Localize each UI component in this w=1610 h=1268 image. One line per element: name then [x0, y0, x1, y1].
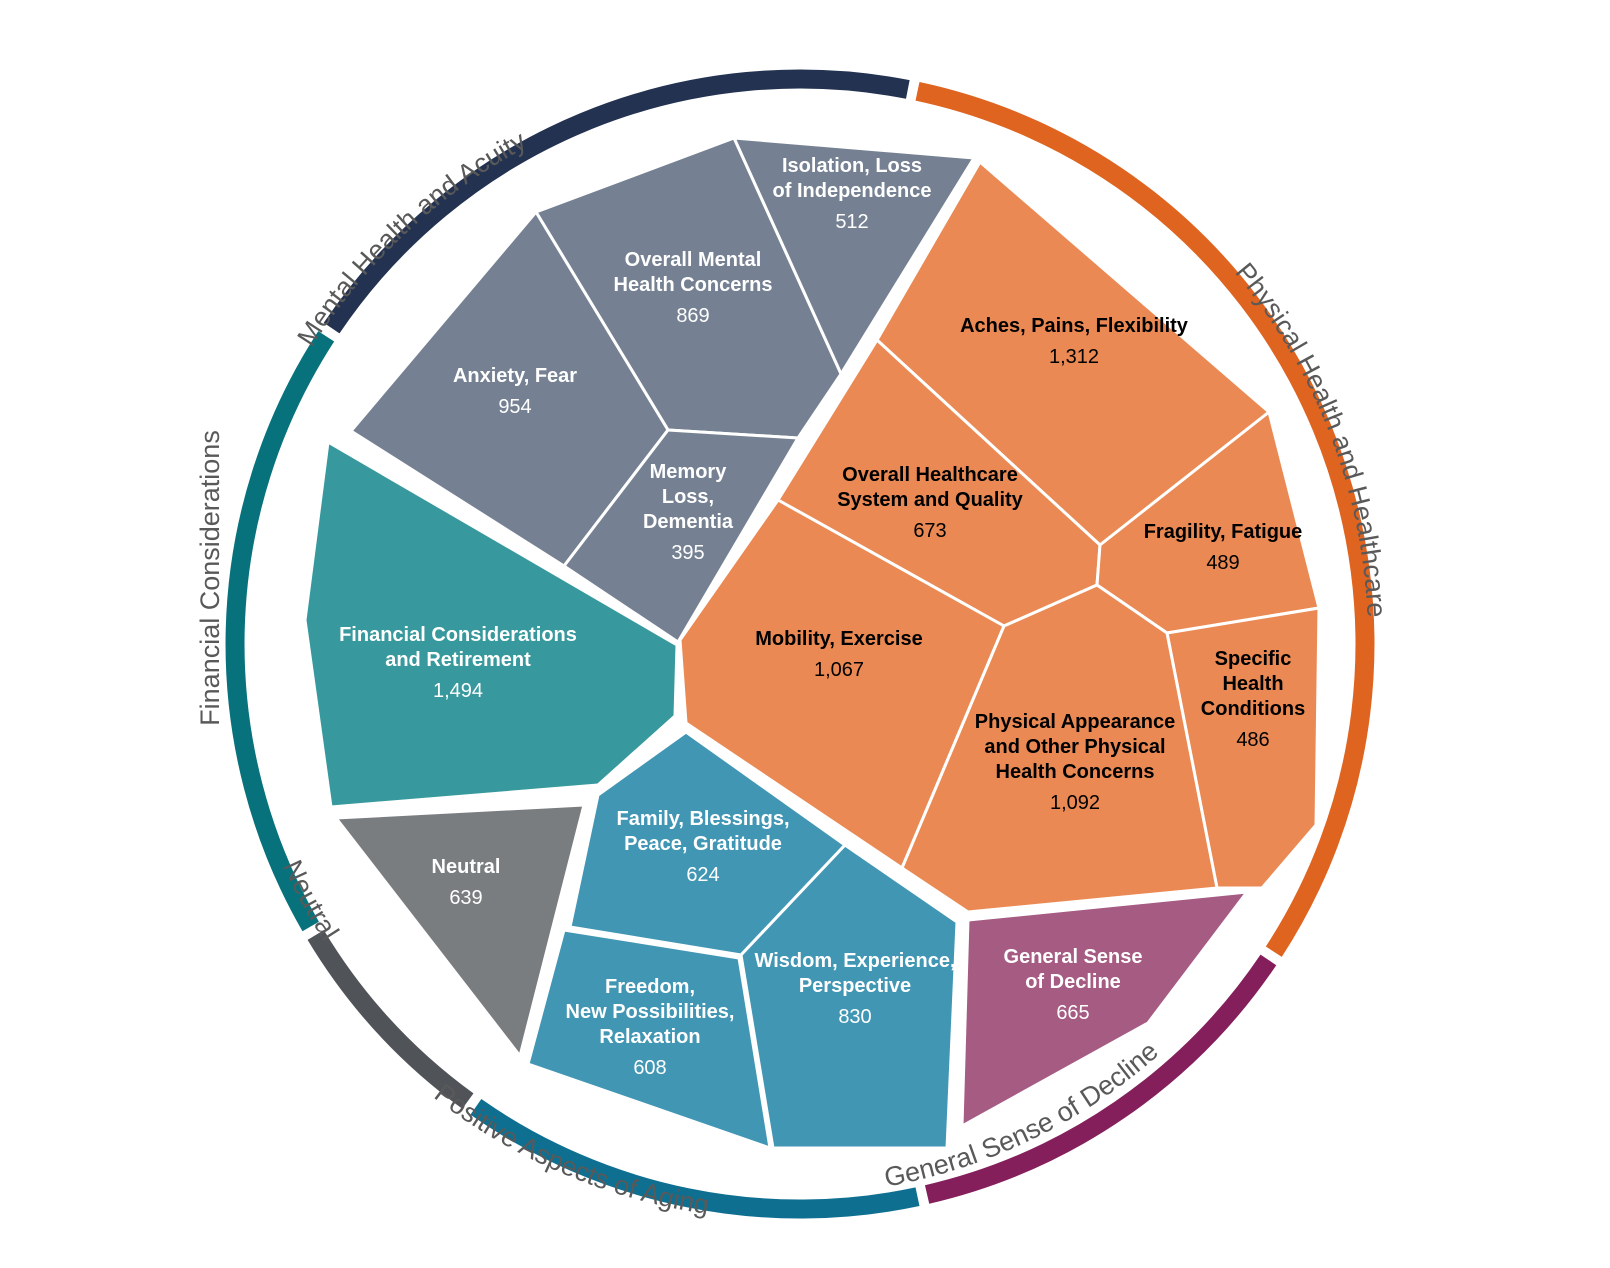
- cell-value: 486: [1236, 729, 1269, 751]
- ring-arc-financial-considerations: [225, 331, 335, 932]
- cell-freedom-new-possibilities-relaxation: Freedom, New Possibilities, Relaxation 608: [526, 928, 772, 1150]
- cell-shape-financial-considerations-and-retirement: [303, 440, 679, 809]
- cell-shape-mobility-exercise: [678, 498, 1006, 870]
- cell-label: and Other Physical: [984, 736, 1165, 758]
- cell-label: Anxiety, Fear: [453, 365, 577, 387]
- cell-value: 954: [498, 396, 531, 418]
- ring-arc-mental-health-and-acuity: [323, 69, 910, 334]
- ring-arc-general-sense-of-decline: [924, 954, 1277, 1204]
- cell-shape-physical-appearance-and-other-physical-health-concerns: [900, 583, 1219, 914]
- cell-value: 1,092: [1050, 792, 1100, 814]
- ring-arc-positive-aspects-of-aging: [470, 1099, 920, 1219]
- cell-shape-wisdom-experience-perspective: [739, 843, 959, 1150]
- cell-value: 830: [838, 1006, 871, 1028]
- cell-label: and Retirement: [385, 649, 531, 671]
- cell-value: 512: [835, 211, 868, 233]
- ring-arc-physical-health-and-healthcare: [915, 82, 1375, 957]
- cell-neutral: Neutral 639: [334, 803, 586, 1058]
- cell-label: Memory: [650, 461, 728, 483]
- cell-label: Specific: [1215, 648, 1292, 670]
- cell-label: Financial Considerations: [339, 624, 577, 646]
- cell-label: Isolation, Loss: [782, 155, 922, 177]
- cell-label: of Decline: [1025, 971, 1121, 993]
- cell-label: Mobility, Exercise: [755, 628, 922, 650]
- cell-label: Freedom,: [605, 976, 695, 998]
- cell-label: of Independence: [773, 180, 932, 202]
- cell-label: Physical Appearance: [975, 711, 1175, 733]
- cell-mobility-exercise: Mobility, Exercise 1,067: [678, 498, 1006, 870]
- cell-value: 639: [449, 887, 482, 909]
- cell-value: 1,494: [433, 680, 483, 702]
- cell-label: Conditions: [1201, 698, 1305, 720]
- cell-value: 1,312: [1049, 346, 1099, 368]
- ring-arc-neutral: [307, 930, 474, 1109]
- cell-label: Loss,: [662, 486, 714, 508]
- cell-shape-freedom-new-possibilities-relaxation: [526, 928, 772, 1150]
- category-ring: [225, 69, 1375, 1219]
- cell-label: Peace, Gratitude: [624, 833, 782, 855]
- cell-label: General Sense: [1004, 946, 1143, 968]
- cell-value: 869: [676, 305, 709, 327]
- cell-label: Fragility, Fatigue: [1144, 521, 1303, 543]
- cell-label: Aches, Pains, Flexibility: [960, 315, 1189, 337]
- cell-label: Health: [1222, 673, 1283, 695]
- cell-isolation-loss-of-independence: Isolation, Loss of Independence 512: [732, 136, 976, 376]
- cell-shape-general-sense-of-decline: [960, 890, 1249, 1128]
- cell-label: Neutral: [432, 856, 501, 878]
- cell-label: Health Concerns: [996, 761, 1155, 783]
- cell-physical-appearance-and-other-physical-health-concerns: Physical Appearance and Other PhysicalHea…: [900, 583, 1219, 914]
- cell-value: 673: [913, 520, 946, 542]
- cell-label: Perspective: [799, 975, 911, 997]
- cell-label: Overall Healthcare: [842, 464, 1018, 486]
- cell-financial-considerations-and-retirement: Financial Considerations and Retirement 1,…: [303, 440, 679, 809]
- cell-value: 395: [671, 542, 704, 564]
- cell-value: 1,067: [814, 659, 864, 681]
- cell-label: New Possibilities,: [566, 1001, 735, 1023]
- cell-value: 665: [1056, 1002, 1089, 1024]
- cell-label: Wisdom, Experience,: [755, 950, 956, 972]
- cell-value: 608: [633, 1057, 666, 1079]
- cell-shape-memory-loss-dementia: [562, 428, 800, 644]
- cell-general-sense-of-decline: General Sense of Decline 665: [960, 890, 1249, 1128]
- cell-label: System and Quality: [837, 489, 1023, 511]
- cell-value: 489: [1206, 552, 1239, 574]
- cell-label: Dementia: [643, 511, 734, 533]
- cell-label: Health Concerns: [614, 274, 773, 296]
- cell-label: Family, Blessings,: [616, 808, 789, 830]
- cell-value: 624: [686, 864, 719, 886]
- cell-family-blessings-peace-gratitude: Family, Blessings, Peace, Gratitude 624: [568, 730, 847, 957]
- cell-shape-neutral: [334, 803, 586, 1058]
- cell-label: Overall Mental: [625, 249, 762, 271]
- cell-label: Relaxation: [599, 1026, 700, 1048]
- cell-wisdom-experience-perspective: Wisdom, Experience, Perspective 830: [739, 843, 959, 1150]
- ring-label-financial-considerations: Financial Considerations: [195, 430, 225, 726]
